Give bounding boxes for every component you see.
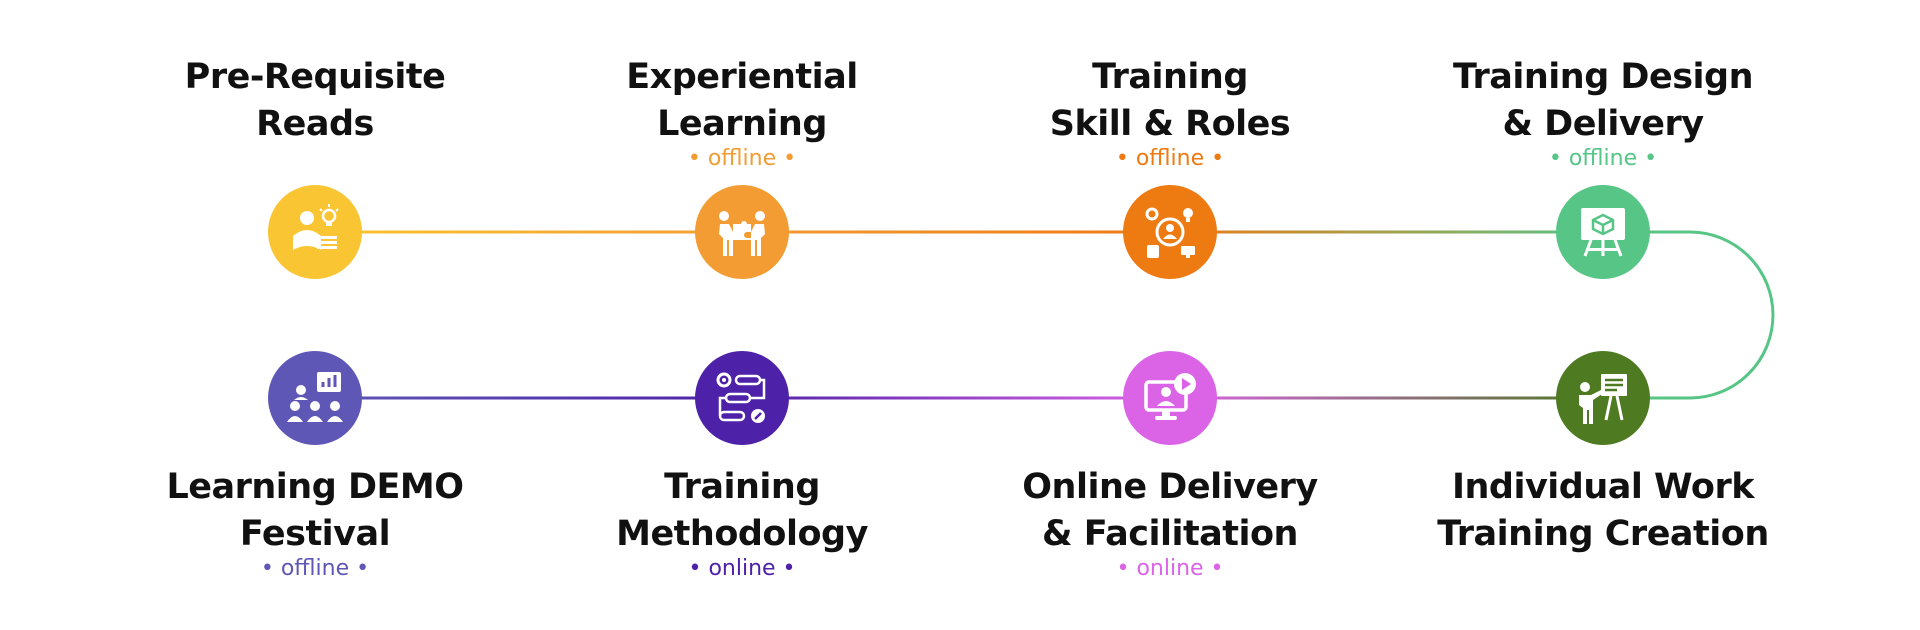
step-title-line: Training xyxy=(1092,57,1248,97)
step-title-pre-requisite-reads: Pre-Requisite Reads xyxy=(125,54,505,148)
step-title-line: Individual Work xyxy=(1451,467,1755,507)
turn-connector-curve xyxy=(1605,230,1775,400)
step-node-training-skill-roles xyxy=(1123,185,1217,279)
step-node-individual-work xyxy=(1556,351,1650,445)
step-title-learning-demo-festival: Learning DEMO Festival xyxy=(125,464,505,558)
reader-icon xyxy=(293,204,339,250)
step-node-pre-requisite-reads xyxy=(268,185,362,279)
step-title-training-skill-roles: Training Skill & Roles xyxy=(980,54,1360,148)
step-mode-label: • offline • xyxy=(1115,146,1225,171)
step-mode-label: • offline • xyxy=(1548,146,1658,171)
step-title-individual-work: Individual Work Training Creation xyxy=(1413,464,1793,558)
step-title-training-methodology: Training Methodology xyxy=(552,464,932,558)
step-title-experiential-learning: Experiential Learning xyxy=(552,54,932,148)
step-mode-label: • online • xyxy=(1116,556,1224,581)
step-title-line: Training Creation xyxy=(1437,514,1769,554)
step-title-line: Training Design xyxy=(1452,57,1754,97)
step-title-line: Learning DEMO xyxy=(166,467,464,507)
step-title-line: Online Delivery xyxy=(1022,467,1318,507)
workflow-icon xyxy=(716,372,766,423)
presentation-board-icon xyxy=(1581,208,1625,257)
online-video-icon xyxy=(1144,373,1196,420)
step-node-learning-demo-festival xyxy=(268,351,362,445)
step-node-experiential-learning xyxy=(695,185,789,279)
step-title-line: & Delivery xyxy=(1502,104,1704,144)
puzzle-team-icon xyxy=(719,211,765,256)
step-title-line: Learning xyxy=(657,104,827,144)
step-title-line: Skill & Roles xyxy=(1049,104,1291,144)
step-title-line: & Facilitation xyxy=(1042,514,1298,554)
audience-chart-icon xyxy=(287,372,343,422)
step-mode-label: • offline • xyxy=(260,556,370,581)
step-title-line: Reads xyxy=(256,104,374,144)
step-title-line: Pre-Requisite xyxy=(184,57,446,97)
presenter-icon xyxy=(1579,374,1627,424)
step-title-line: Training xyxy=(664,467,820,507)
step-mode-label: • offline • xyxy=(687,146,797,171)
step-node-online-delivery xyxy=(1123,351,1217,445)
step-title-line: Experiential xyxy=(626,57,858,97)
step-title-training-design-delivery: Training Design & Delivery xyxy=(1413,54,1793,148)
user-skills-icon xyxy=(1145,207,1195,258)
step-node-training-methodology xyxy=(695,351,789,445)
step-title-line: Festival xyxy=(239,514,391,554)
step-mode-label: • online • xyxy=(688,556,796,581)
step-node-training-design-delivery xyxy=(1556,185,1650,279)
step-title-online-delivery: Online Delivery & Facilitation xyxy=(980,464,1360,558)
step-title-line: Methodology xyxy=(616,514,868,554)
